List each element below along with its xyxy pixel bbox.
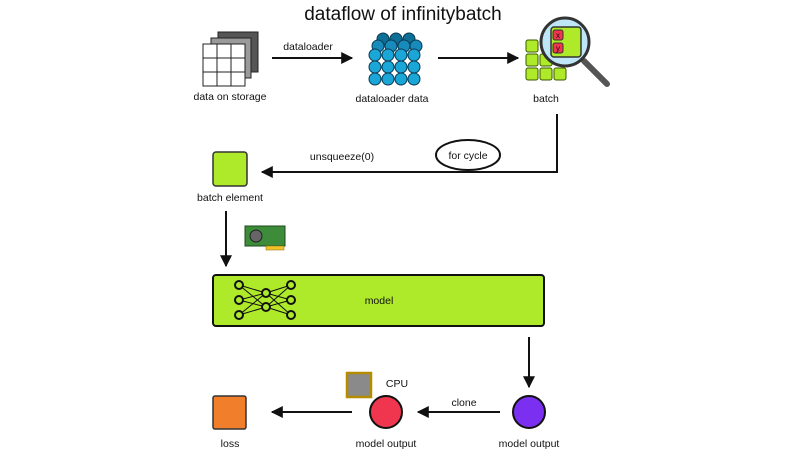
model-box	[212, 274, 545, 327]
gpu-card-icon	[244, 225, 286, 251]
magnifier-y-label: y	[556, 44, 560, 53]
for-cycle-arrow	[260, 114, 558, 178]
batch-element-square	[212, 151, 248, 187]
diagram-title: dataflow of infinitybatch	[304, 4, 502, 25]
model-output-gpu-circle	[512, 395, 546, 429]
model-output-cpu-circle	[369, 395, 403, 429]
for-cycle-label: for cycle	[448, 150, 487, 162]
model-output-gpu-label: model output	[499, 438, 560, 450]
loss-square	[212, 395, 247, 430]
clone-label: clone	[451, 397, 476, 409]
dataloader-edge-label: dataloader	[283, 41, 333, 53]
loss-label: loss	[221, 438, 240, 450]
storage-label: data on storage	[194, 91, 267, 103]
cpu-label: CPU	[386, 378, 408, 390]
unsqueeze-label: unsqueeze(0)	[310, 151, 374, 163]
cpu-chip-icon	[345, 371, 373, 399]
batch-element-label: batch element	[197, 192, 263, 204]
circle-stack-icon	[368, 32, 423, 86]
model-output-cpu-label: model output	[356, 438, 417, 450]
batch-label: batch	[533, 93, 559, 105]
magnifying-glass-icon	[539, 16, 610, 87]
magnifier-x-label: x	[556, 31, 560, 40]
grid-stack-icon	[202, 31, 259, 87]
model-label: model	[365, 295, 394, 307]
dataloader-label: dataloader data	[356, 93, 429, 105]
for-cycle-ellipse	[435, 139, 501, 171]
neural-network-icon	[234, 280, 296, 320]
